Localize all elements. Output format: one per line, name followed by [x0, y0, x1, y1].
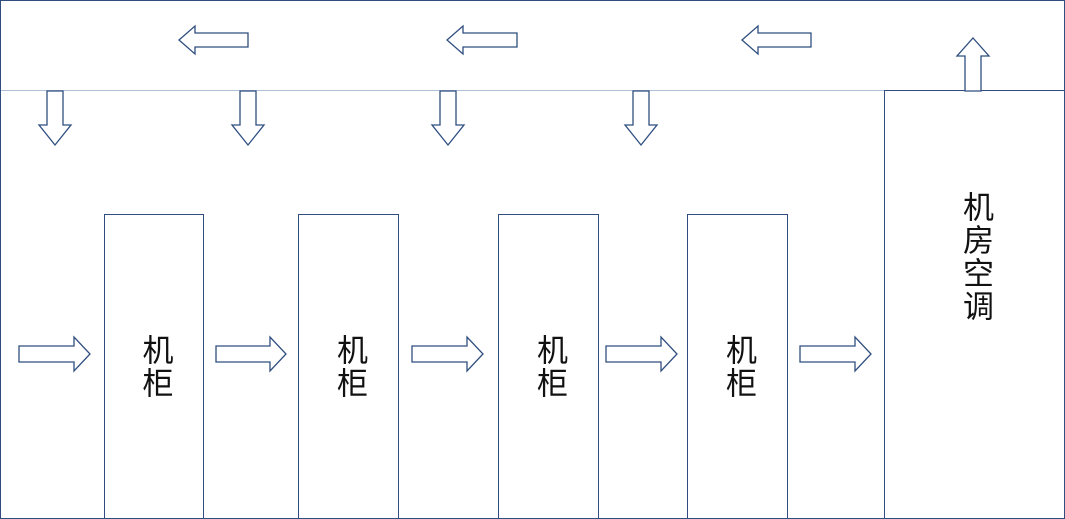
arrow-right-icon: [799, 335, 872, 373]
arrow-down-icon: [430, 90, 466, 147]
cabinet-4: 机柜: [687, 214, 788, 519]
arrow-right-icon: [215, 335, 287, 373]
arrow-down-icon: [230, 90, 266, 147]
arrow-left-icon: [741, 24, 812, 56]
cabinet-2: 机柜: [298, 214, 399, 519]
cabinet-4-label: 机柜: [720, 333, 756, 400]
crac-unit: 机房空调: [884, 90, 1065, 519]
arrow-right-icon: [18, 335, 91, 373]
cabinet-1: 机柜: [104, 214, 204, 519]
cabinet-3: 机柜: [498, 214, 599, 519]
arrow-down-icon: [37, 90, 73, 147]
arrow-right-icon: [411, 335, 484, 373]
arrow-left-icon: [178, 24, 249, 56]
arrow-down-icon: [623, 90, 659, 147]
cabinet-1-label: 机柜: [136, 333, 173, 400]
arrow-right-icon: [605, 335, 678, 373]
cabinet-2-label: 机柜: [331, 333, 367, 400]
crac-unit-label: 机房空调: [957, 191, 993, 323]
arrow-left-icon: [446, 24, 518, 56]
arrow-up-icon: [955, 37, 991, 92]
cabinet-3-label: 机柜: [531, 333, 567, 400]
